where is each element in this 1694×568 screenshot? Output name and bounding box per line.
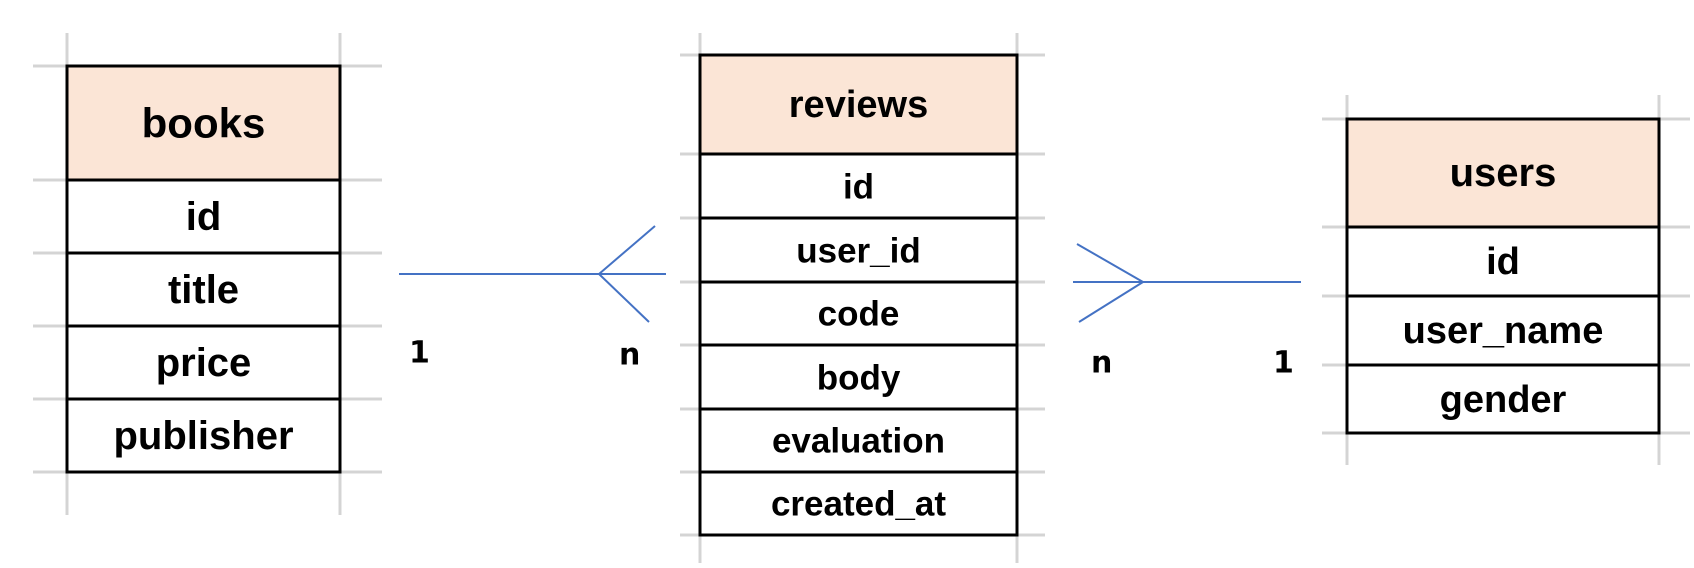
table-field: title (168, 268, 239, 312)
table-field: user_id (796, 232, 921, 271)
table-border-users (1345, 117, 1661, 435)
table-title: users (1450, 151, 1557, 195)
table-header-users (1347, 119, 1659, 227)
cardinality-label: 1 (1273, 346, 1294, 381)
table-field: id (843, 168, 874, 207)
table-field: id (1486, 241, 1520, 283)
table-field: user_name (1403, 310, 1604, 352)
cardinality-label: n (1091, 346, 1112, 381)
cardinality-label: n (619, 338, 640, 373)
crows-foot-lower (598, 273, 650, 323)
table-field: id (186, 195, 222, 239)
table-field: price (156, 341, 252, 385)
table-title: reviews (789, 84, 928, 126)
table-field: created_at (771, 485, 946, 524)
table-field: publisher (113, 414, 293, 458)
table-header-reviews (700, 55, 1017, 154)
table-books: books id title price publisher (33, 33, 382, 515)
relation-reviews-users: n 1 (1073, 243, 1301, 381)
crows-foot-lower (1078, 281, 1144, 323)
table-title: books (142, 100, 266, 147)
cardinality-label: 1 (409, 336, 430, 371)
table-border-reviews (698, 53, 1019, 537)
table-reviews: reviews id user_id code body evaluation … (680, 33, 1045, 563)
table-header-books (67, 66, 340, 180)
table-border-books (65, 64, 342, 474)
crows-foot-upper (1076, 243, 1144, 283)
table-field: body (817, 359, 901, 398)
table-field: gender (1440, 379, 1567, 421)
table-users: users id user_name gender (1322, 95, 1690, 465)
table-field: code (818, 295, 900, 334)
table-field: evaluation (772, 422, 945, 461)
crows-foot-upper (598, 225, 656, 275)
relation-books-reviews: 1 n (399, 225, 666, 373)
